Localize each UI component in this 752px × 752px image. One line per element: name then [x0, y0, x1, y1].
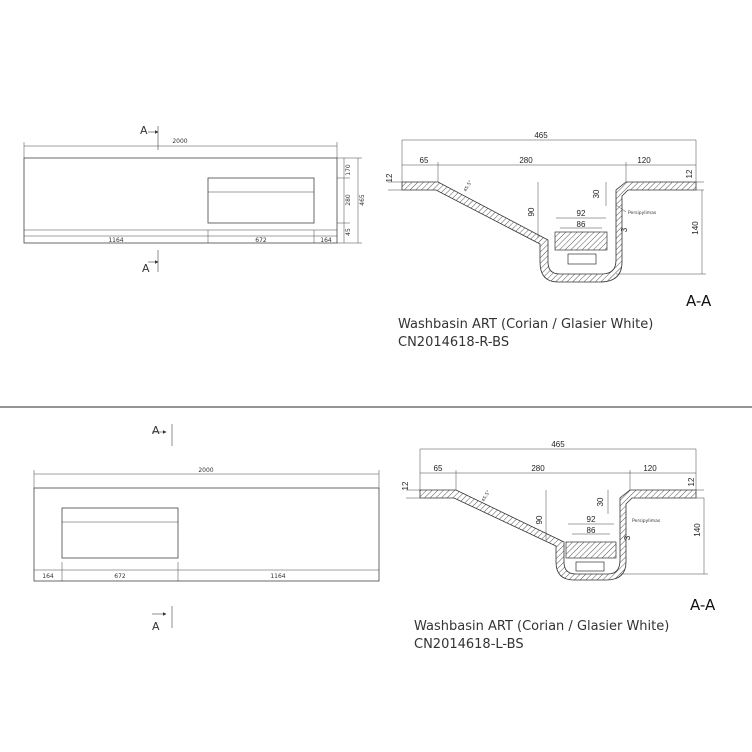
bottom-sec-depth: 90: [535, 515, 544, 524]
top-plan-outline: [23, 157, 338, 244]
bottom-drain-insert: [575, 561, 605, 572]
top-section-profile: [401, 181, 697, 283]
bottom-sec-w1: 65: [434, 464, 443, 473]
top-sec-total: 465: [534, 131, 548, 140]
top-section-label: A-A: [686, 292, 712, 310]
bottom-plan-outline: [33, 487, 380, 582]
top-plan-basin: [207, 177, 315, 224]
top-sec-drain-outer: 92: [577, 209, 586, 218]
top-sec-rim: 30: [592, 189, 601, 198]
bottom-section-marker-top: A: [152, 424, 160, 437]
top-section-view: [388, 139, 706, 283]
bottom-sec-height: 140: [693, 523, 702, 537]
top-sec-drain-inner: 86: [577, 220, 586, 229]
top-sec-w2: 280: [519, 156, 533, 165]
bottom-sec-angle: 45.5°: [481, 489, 492, 503]
top-caption-line2: CN2014618-R-BS: [398, 335, 509, 350]
bottom-sec-note: Persipylimas: [632, 518, 661, 524]
bottom-sec-total: 465: [551, 440, 565, 449]
bottom-sec-w2: 280: [531, 464, 545, 473]
top-sec-note: Persipylimas: [628, 210, 657, 216]
top-plan-view: [23, 126, 362, 272]
top-plan-total-dim: 2000: [172, 138, 187, 145]
top-section-marker-top: A: [140, 124, 148, 137]
top-sec-w3: 120: [637, 156, 651, 165]
bottom-sec-left-thk: 12: [401, 481, 410, 490]
top-caption-line1: Washbasin ART (Corian / Glasier White): [398, 317, 653, 332]
top-sec-w1: 65: [420, 156, 429, 165]
top-plan-dim-170: 170: [345, 164, 352, 176]
top-plan-dim-465: 465: [359, 194, 366, 206]
top-sec-right-thk: 12: [685, 169, 694, 178]
top-sec-small: 3: [620, 227, 629, 232]
bottom-caption-line1: Washbasin ART (Corian / Glasier White): [414, 619, 669, 634]
bottom-sec-drain-outer: 92: [587, 515, 596, 524]
bottom-plan-view: [33, 424, 380, 628]
top-drain-block: [554, 231, 608, 251]
top-section-marker-bottom: A: [142, 262, 150, 275]
bottom-section-profile: [419, 489, 697, 581]
top-plan-dim-45: 45: [345, 228, 352, 236]
top-drain-insert: [567, 253, 597, 265]
bottom-sec-rim: 30: [596, 497, 605, 506]
top-sec-depth: 90: [527, 207, 536, 216]
bottom-drain-block: [565, 541, 617, 559]
bottom-section-label: A-A: [690, 596, 716, 614]
bottom-sec-right-thk: 12: [687, 477, 696, 486]
top-sheet: 2000 1164 672 164 170 280 465 45 A A: [23, 124, 712, 350]
bottom-plan-total-dim: 2000: [198, 467, 213, 474]
top-sec-left-thk: 12: [385, 173, 394, 182]
bottom-caption-line2: CN2014618-L-BS: [414, 637, 524, 652]
bottom-sec-small: 3: [623, 535, 632, 540]
top-plan-seg-3: 164: [320, 237, 332, 244]
top-plan-dim-280: 280: [345, 194, 352, 206]
bottom-sec-drain-inner: 86: [587, 526, 596, 535]
top-sec-angle: 45.5°: [463, 179, 474, 193]
top-sec-height: 140: [691, 221, 700, 235]
bottom-section-view: [406, 448, 708, 581]
bottom-plan-seg-1: 164: [42, 573, 54, 580]
bottom-sheet: 2000 164 672 1164 A A: [33, 424, 716, 652]
bottom-sec-w3: 120: [643, 464, 657, 473]
bottom-plan-seg-2: 672: [114, 573, 126, 580]
bottom-section-marker-bottom: A: [152, 620, 160, 633]
bottom-plan-seg-3: 1164: [270, 573, 285, 580]
top-plan-seg-2: 672: [255, 237, 267, 244]
top-plan-seg-1: 1164: [108, 237, 123, 244]
bottom-plan-basin: [61, 507, 179, 559]
